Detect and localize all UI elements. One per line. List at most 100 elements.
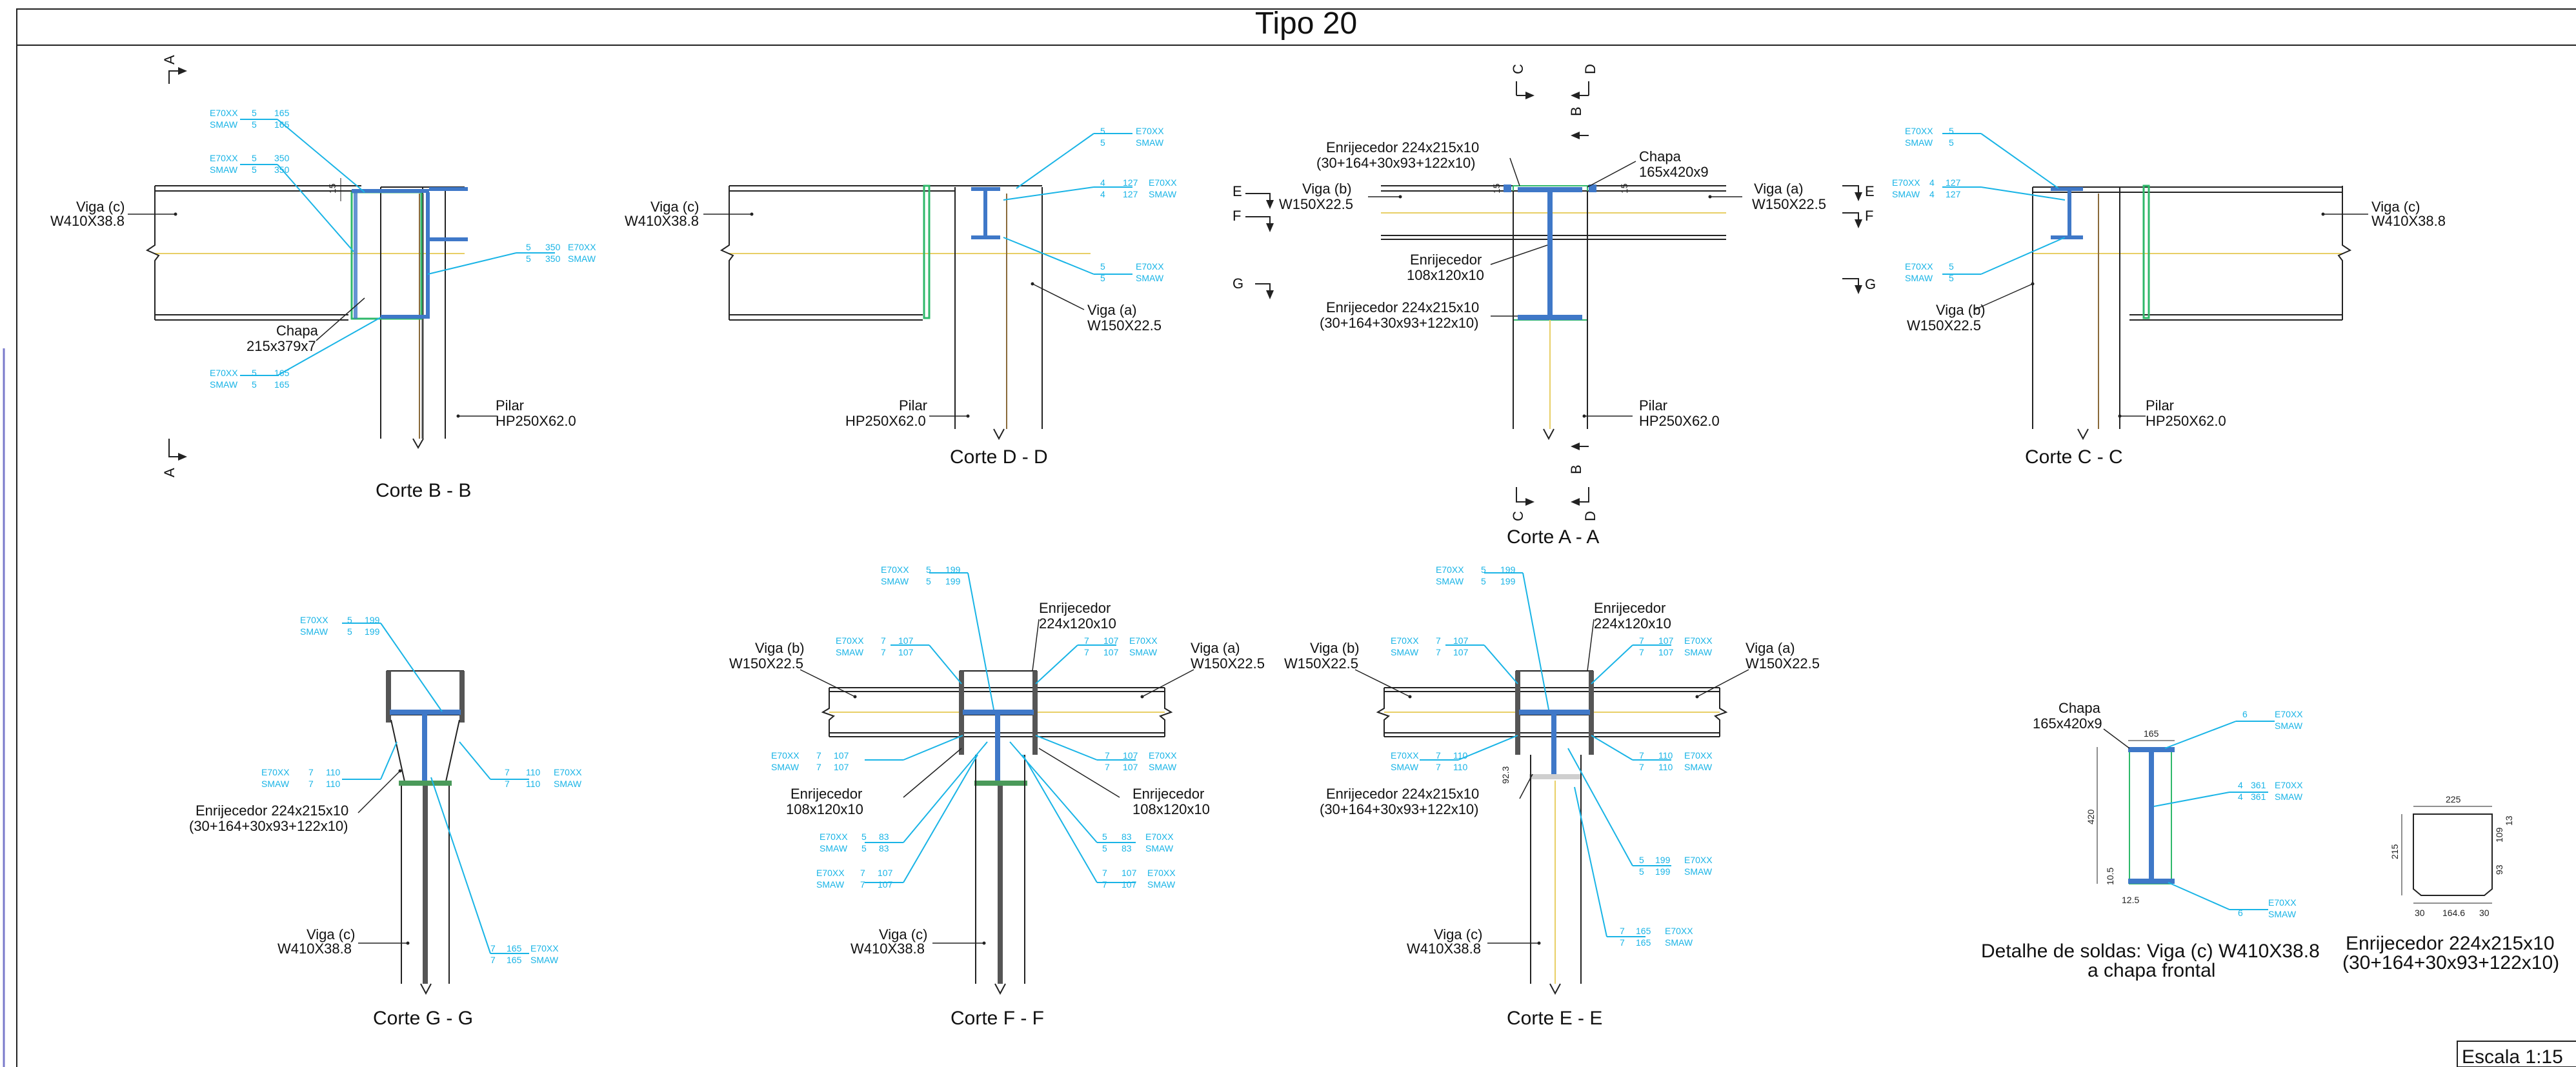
drawing-label: (30+164+30x93+122x10) (189, 818, 348, 834)
weld-symbol-text: E70XX (1905, 126, 1933, 136)
weld-symbol-text: 7 (1620, 937, 1625, 948)
weld-symbol-text: 7 (881, 647, 886, 657)
weld-symbol-text: 110 (1453, 750, 1468, 761)
weld-symbol-text: E70XX (2275, 780, 2303, 790)
stiffener-detail: 225 215 109 93 13 30 164.6 30 Enrijecedo… (2342, 794, 2559, 973)
drawing-label: W150X22.5 (1191, 655, 1265, 672)
scale-label: Escala 1:15 (2462, 1046, 2563, 1067)
drawing-label: Viga (b) (1310, 640, 1360, 656)
weld-symbol-text: 5 (926, 564, 931, 575)
weld-symbol-text: 7 (1639, 635, 1644, 646)
weld-symbol-text: 165 (274, 368, 290, 378)
weld-symbol-text: E70XX (568, 242, 596, 252)
weld-symbol-text: 107 (834, 762, 849, 772)
weld-symbol-text: 7 (1084, 635, 1089, 646)
weld-symbol-text: 199 (1500, 564, 1516, 575)
drawing-label: 108x120x10 (1132, 801, 1210, 817)
weld-symbol-text: SMAW (210, 165, 238, 175)
weld-symbol-text: 5 (1949, 261, 1954, 272)
weld-symbol-text: 4 (1100, 177, 1105, 188)
weld-symbol-text: SMAW (1684, 762, 1713, 772)
weld-symbol-text: E70XX (1149, 750, 1177, 761)
weld-symbol-text: 7 (1102, 868, 1107, 878)
drawing-label: (30+164+30x93+122x10) (1320, 315, 1479, 331)
dimension-text: 15 (327, 183, 337, 194)
drawing-label: W410X38.8 (850, 941, 925, 957)
weld-symbol-text: E70XX (816, 868, 845, 878)
drawing-label: Viga (a) (1754, 181, 1804, 197)
weld-symbol-text: SMAW (1905, 137, 1933, 148)
drawing-label: Viga (c) (307, 926, 355, 942)
dimension-text: 30 (2415, 908, 2425, 918)
weld-symbol-text: 5 (526, 242, 531, 252)
weld-symbol-text: 7 (1102, 879, 1107, 890)
weld-symbol-text: 7 (1436, 635, 1441, 646)
weld-symbol-text: 6 (2238, 908, 2243, 918)
drawing-label: B (1568, 464, 1584, 474)
weld-symbol-text: 127 (1946, 177, 1961, 188)
weld-symbol-text: 165 (1636, 926, 1651, 936)
drawing-label: Pilar (496, 397, 524, 414)
weld-symbol-text: SMAW (261, 779, 290, 789)
weld-symbol-text: 5 (347, 626, 352, 637)
weld-symbol-text: SMAW (1391, 762, 1419, 772)
weld-symbol-text: SMAW (1147, 879, 1176, 890)
weld-symbol-text: 110 (326, 767, 341, 777)
weld-symbol-text: 165 (274, 108, 290, 118)
weld-symbol-text: SMAW (2275, 792, 2303, 802)
drawing-label: D (1582, 511, 1598, 521)
weld-symbol-text: 107 (1453, 647, 1469, 657)
weld-symbol-text: 7 (816, 762, 821, 772)
weld-symbol-text: E70XX (1892, 177, 1920, 188)
weld-symbol-text: 107 (1658, 635, 1674, 646)
drawing-label: G (1233, 275, 1243, 292)
weld-symbol-text: E70XX (2268, 897, 2297, 908)
weld-symbol-text: E70XX (881, 564, 909, 575)
weld-symbol-text: 127 (1123, 177, 1138, 188)
section-title-ff: Corte F - F (951, 1008, 1044, 1029)
section-aa: C D B E F G B C D (1233, 64, 1826, 548)
drawing-label: Chapa (1639, 148, 1682, 165)
weld-symbol-text: SMAW (1905, 273, 1933, 283)
drawing-label: (30+164+30x93+122x10) (2342, 952, 2559, 973)
drawing-label: C (1510, 64, 1526, 74)
weld-symbol-text: 107 (1103, 635, 1119, 646)
drawing-label: a chapa frontal (2088, 960, 2215, 981)
weld-symbol-text: SMAW (210, 119, 238, 130)
weld-symbol-text: 4 (2238, 780, 2243, 790)
drawing-label: Enrijecedor 224x215x10 (196, 803, 348, 819)
weld-symbol-text: 5 (1949, 137, 1954, 148)
drawing-label: Enrijecedor (790, 786, 862, 802)
weld-symbol-text: 5 (1102, 843, 1107, 853)
weld-symbol-text: SMAW (1436, 576, 1464, 586)
weld-symbol-text: SMAW (836, 647, 864, 657)
weld-symbol-text: 199 (1655, 866, 1671, 877)
drawing-label: E (1233, 183, 1242, 199)
section-title-ee: Corte E - E (1507, 1008, 1602, 1029)
drawing-label: W150X22.5 (1752, 196, 1826, 212)
weld-symbol-text: 83 (879, 832, 889, 842)
drawing-label: 165x420x9 (1639, 164, 1709, 180)
drawing-label: Enrijecedor (1410, 252, 1482, 268)
drawing-label: HP250X62.0 (496, 413, 576, 429)
weld-symbol-text: SMAW (1149, 762, 1177, 772)
weld-symbol-text: 107 (1103, 647, 1119, 657)
weld-symbol-text: 5 (1949, 126, 1954, 136)
weld-symbol-text: 5 (252, 165, 257, 175)
weld-symbol-text: 199 (365, 626, 380, 637)
weld-symbol-text: 7 (1639, 647, 1644, 657)
drawing-label: W410X38.8 (277, 941, 352, 957)
weld-symbol-text: 7 (1436, 647, 1441, 657)
weld-symbol-text: SMAW (1145, 843, 1174, 853)
dimension-text: 93 (2494, 864, 2504, 875)
section-ee: 92.3 E70XX SMAW 5 5 199 199 E70XX SMAW 7… (1284, 564, 1820, 1029)
weld-symbol-text: 350 (274, 165, 290, 175)
drawing-label: Viga (a) (1087, 302, 1137, 318)
drawing-label: Detalhe de soldas: Viga (c) W410X38.8 (1981, 941, 2320, 962)
drawing-label: Viga (a) (1746, 640, 1795, 656)
drawing-label: Pilar (899, 397, 927, 414)
weld-symbol-text: 5 (252, 108, 257, 118)
weld-symbol-text: 110 (526, 767, 541, 777)
dimension-text: 15 (1491, 183, 1502, 194)
